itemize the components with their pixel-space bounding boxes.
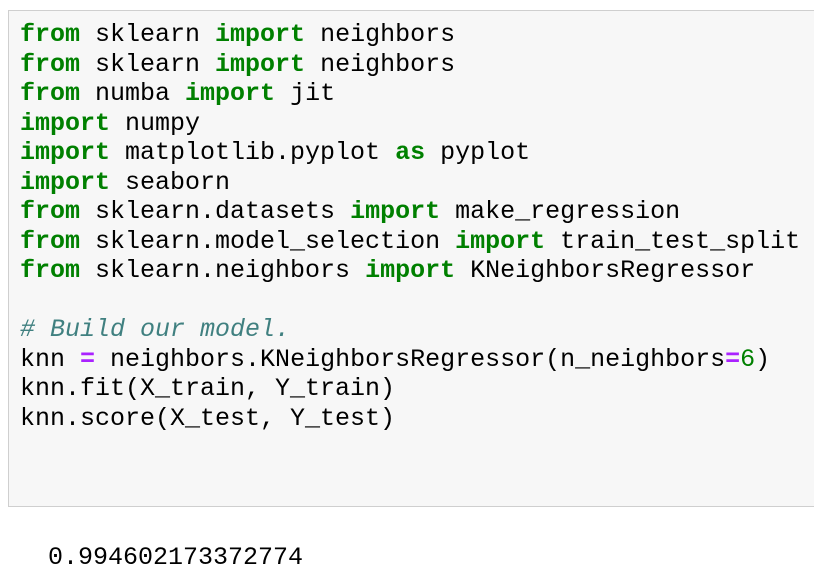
code-line: knn = neighbors.KNeighborsRegressor(n_ne… (20, 345, 814, 375)
code-line: import seaborn (20, 168, 814, 198)
code-token-kw: from (20, 197, 81, 226)
code-line: knn.score(X_test, Y_test) (20, 404, 814, 434)
code-token-txt: ) (755, 344, 771, 374)
code-token-txt: sklearn.datasets (80, 197, 351, 226)
code-token-kw: from (20, 79, 81, 108)
code-token-txt: knn.fit(X_train, Y_train) (20, 374, 396, 403)
code-token-txt: knn (20, 344, 81, 374)
code-line: from sklearn.model_selection import trai… (20, 227, 814, 257)
code-token-txt: sklearn.model_selection (80, 226, 456, 256)
code-token-kw: from (20, 226, 81, 256)
code-line: # Build our model. (20, 315, 814, 345)
code-token-kw: import (215, 20, 306, 49)
code-token-txt: KNeighborsRegressor (455, 256, 756, 285)
code-token-txt: numpy (110, 108, 201, 138)
code-line: from sklearn.datasets import make_regres… (20, 197, 814, 227)
code-token-txt: sklearn.neighbors (80, 256, 366, 285)
code-token-txt: numba (80, 79, 186, 108)
code-token-op: = (725, 344, 741, 374)
code-token-txt: seaborn (110, 167, 231, 197)
cell-output-area: 0.994602173372774 (18, 513, 303, 572)
code-token-kw: import (365, 256, 456, 285)
code-token-kw: import (20, 167, 111, 197)
code-line: import matplotlib.pyplot as pyplot (20, 138, 814, 168)
code-token-kw: import (350, 197, 441, 226)
code-token-txt: neighbors (305, 49, 456, 79)
code-token-kw: import (20, 108, 111, 138)
code-token-kw: import (455, 226, 546, 256)
code-token-kw: import (215, 49, 306, 79)
code-line: from sklearn.neighbors import KNeighbors… (20, 256, 814, 286)
code-token-txt: make_regression (440, 197, 681, 226)
code-line: import numpy (20, 109, 814, 139)
output-text: 0.994602173372774 (48, 542, 304, 572)
code-token-com: # Build our model. (20, 315, 291, 344)
code-token-txt: neighbors (305, 20, 456, 49)
code-token-kw: from (20, 256, 81, 285)
code-token-kw: from (20, 20, 81, 49)
code-token-kw: as (395, 138, 426, 167)
code-token-txt: sklearn (80, 49, 216, 79)
code-token-kw: import (20, 138, 111, 167)
code-token-txt: pyplot (425, 138, 531, 167)
code-token-txt: jit (275, 79, 336, 108)
code-token-kw: import (185, 79, 276, 108)
code-token-txt: matplotlib.pyplot (110, 138, 396, 167)
code-token-txt: neighbors.KNeighborsRegressor(n_neighbor… (95, 344, 726, 374)
code-line: from numba import jit (20, 79, 814, 109)
code-line (20, 286, 814, 316)
code-line: knn.fit(X_train, Y_train) (20, 374, 814, 404)
code-line: from sklearn import neighbors (20, 20, 814, 50)
code-token-kw: from (20, 49, 81, 79)
code-token-num: 6 (740, 344, 756, 374)
code-line: from sklearn import neighbors (20, 50, 814, 80)
code-token-txt: train_test_split (545, 226, 801, 256)
code-token-op: = (80, 344, 96, 374)
code-token-txt: knn.score(X_test, Y_test) (20, 403, 396, 433)
code-token-txt: sklearn (80, 20, 216, 49)
